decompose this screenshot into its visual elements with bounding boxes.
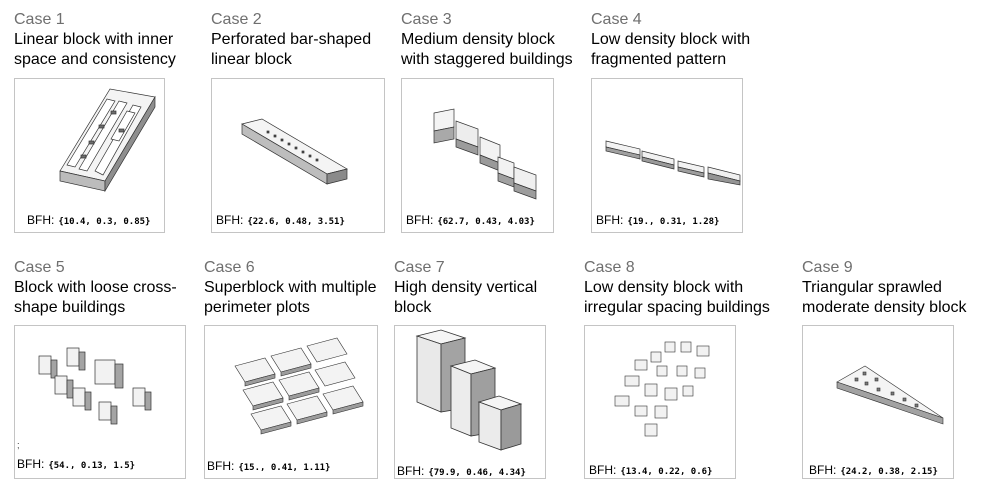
bfh-value: {10.4, 0.3, 0.85} bbox=[58, 217, 151, 227]
case-number: Case 8 bbox=[584, 259, 635, 276]
bfh-readout: BFH:{54., 0.13, 1.5} bbox=[17, 457, 135, 471]
case-3: Case 3 Medium density block with stagger… bbox=[401, 10, 589, 236]
case-number: Case 6 bbox=[204, 259, 255, 276]
block-image-frame: ; BFH:{54., 0.13, 1.5} bbox=[14, 325, 186, 479]
bfh-value: {19., 0.31, 1.28} bbox=[627, 217, 720, 227]
case-2: Case 2 Perforated bar-shaped linear bloc… bbox=[211, 10, 396, 236]
block-image-frame: BFH:{15., 0.41, 1.11} bbox=[204, 325, 378, 479]
case-number: Case 3 bbox=[401, 11, 452, 28]
case-9: Case 9 Triangular sprawled moderate dens… bbox=[802, 258, 982, 484]
block-illustration bbox=[614, 341, 710, 437]
bfh-readout: BFH:{19., 0.31, 1.28} bbox=[596, 213, 719, 227]
bfh-label: BFH: bbox=[397, 464, 425, 478]
block-illustration bbox=[59, 88, 156, 193]
block-illustration bbox=[38, 347, 152, 425]
bfh-label: BFH: bbox=[17, 457, 45, 471]
case-number: Case 1 bbox=[14, 11, 65, 28]
case-number: Case 5 bbox=[14, 259, 65, 276]
block-image-frame: BFH:{13.4, 0.22, 0.6} bbox=[584, 325, 736, 479]
case-title: Superblock with multiple perimeter plots bbox=[204, 279, 377, 316]
block-illustration bbox=[836, 365, 944, 425]
bfh-label: BFH: bbox=[406, 213, 434, 227]
block-illustration bbox=[241, 118, 348, 185]
block-illustration bbox=[433, 108, 537, 200]
case-1: Case 1 Linear block with inner space and… bbox=[14, 10, 204, 236]
block-image-frame: BFH:{10.4, 0.3, 0.85} bbox=[14, 78, 165, 233]
bfh-value: {15., 0.41, 1.11} bbox=[238, 463, 331, 473]
bfh-label: BFH: bbox=[589, 463, 617, 477]
bfh-label: BFH: bbox=[207, 459, 235, 473]
bfh-value: {54., 0.13, 1.5} bbox=[48, 461, 136, 471]
case-6: Case 6 Superblock with multiple perimete… bbox=[204, 258, 392, 484]
bfh-readout: BFH:{24.2, 0.38, 2.15} bbox=[809, 463, 938, 477]
bfh-value: {24.2, 0.38, 2.15} bbox=[840, 467, 938, 477]
bfh-readout: BFH:{79.9, 0.46, 4.34} bbox=[397, 464, 526, 478]
bfh-readout: BFH:{62.7, 0.43, 4.03} bbox=[406, 213, 535, 227]
case-title: Linear block with inner space and consis… bbox=[14, 31, 176, 68]
case-4: Case 4 Low density block with fragmented… bbox=[591, 10, 771, 236]
case-title: Block with loose cross- shape buildings bbox=[14, 279, 177, 316]
block-image-frame: BFH:{22.6, 0.48, 3.51} bbox=[211, 78, 385, 233]
bfh-label: BFH: bbox=[216, 213, 244, 227]
bfh-value: {22.6, 0.48, 3.51} bbox=[247, 217, 345, 227]
stray-mark: ; bbox=[17, 440, 20, 450]
bfh-label: BFH: bbox=[809, 463, 837, 477]
case-number: Case 7 bbox=[394, 259, 445, 276]
block-illustration bbox=[234, 337, 364, 435]
block-image-frame: BFH:{79.9, 0.46, 4.34} bbox=[394, 325, 546, 479]
bfh-readout: BFH:{15., 0.41, 1.11} bbox=[207, 459, 330, 473]
case-title: Perforated bar-shaped linear block bbox=[211, 31, 372, 68]
bfh-readout: BFH:{10.4, 0.3, 0.85} bbox=[27, 213, 150, 227]
bfh-value: {62.7, 0.43, 4.03} bbox=[437, 217, 535, 227]
bfh-label: BFH: bbox=[27, 213, 55, 227]
block-illustration bbox=[605, 140, 741, 186]
bfh-readout: BFH:{22.6, 0.48, 3.51} bbox=[216, 213, 345, 227]
case-number: Case 9 bbox=[802, 259, 853, 276]
case-7: Case 7 High density vertical block BFH:{… bbox=[394, 258, 582, 484]
case-title: High density vertical block bbox=[394, 279, 538, 316]
bfh-value: {79.9, 0.46, 4.34} bbox=[428, 468, 526, 478]
case-8: Case 8 Low density block with irregular … bbox=[584, 258, 789, 484]
block-image-frame: BFH:{19., 0.31, 1.28} bbox=[591, 78, 743, 233]
case-number: Case 2 bbox=[211, 11, 262, 28]
bfh-label: BFH: bbox=[596, 213, 624, 227]
case-5: Case 5 Block with loose cross- shape bui… bbox=[14, 258, 202, 484]
block-illustration bbox=[415, 329, 523, 451]
block-image-frame: BFH:{24.2, 0.38, 2.15} bbox=[802, 325, 954, 479]
case-number: Case 4 bbox=[591, 11, 642, 28]
case-title: Triangular sprawled moderate density blo… bbox=[802, 279, 967, 316]
bfh-readout: BFH:{13.4, 0.22, 0.6} bbox=[589, 463, 712, 477]
case-title: Low density block with irregular spacing… bbox=[584, 279, 770, 316]
bfh-value: {13.4, 0.22, 0.6} bbox=[620, 467, 713, 477]
case-title: Medium density block with staggered buil… bbox=[401, 31, 573, 68]
case-title: Low density block with fragmented patter… bbox=[591, 31, 751, 68]
block-image-frame: BFH:{62.7, 0.43, 4.03} bbox=[401, 78, 554, 233]
